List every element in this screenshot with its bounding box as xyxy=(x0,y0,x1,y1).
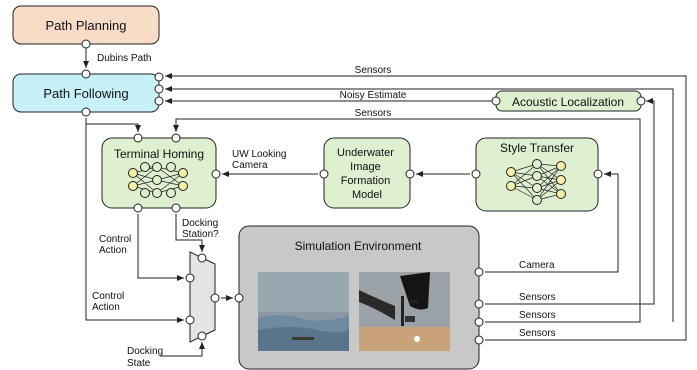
port xyxy=(474,335,484,345)
port xyxy=(210,293,220,303)
port xyxy=(171,203,181,213)
port xyxy=(197,331,207,341)
port xyxy=(81,69,91,79)
nn-node xyxy=(532,159,542,169)
nn-node xyxy=(178,168,188,178)
port xyxy=(185,273,195,283)
nn-node xyxy=(152,175,162,185)
docking-state-connector xyxy=(160,342,205,357)
docking-state-label: Docking State xyxy=(127,346,166,369)
sensors-label-1: Sensors xyxy=(519,292,556,303)
nn-node xyxy=(178,181,188,191)
image-formation-line-4: Model xyxy=(352,189,382,201)
camera-label: Camera xyxy=(519,260,555,271)
sensors-3-connector xyxy=(165,73,687,341)
port xyxy=(81,107,91,117)
noisy-estimate-label: Noisy Estimate xyxy=(340,90,407,101)
nn-node xyxy=(532,171,542,181)
port xyxy=(185,315,195,325)
control-action-label-2: Control Action xyxy=(92,291,127,313)
port xyxy=(133,133,143,143)
control-action-1-line-2: Action xyxy=(99,245,127,256)
nn-node xyxy=(140,162,150,172)
nn-node xyxy=(506,181,516,191)
docking-station-connector xyxy=(175,214,205,252)
control-action-1-line-1: Control xyxy=(99,234,131,245)
nn-node xyxy=(152,188,162,198)
control-action-2-line-1: Control xyxy=(92,291,124,302)
port xyxy=(154,96,164,106)
path-following-to-terminal-homing-connector xyxy=(85,118,141,132)
port xyxy=(474,267,484,277)
nn-node xyxy=(532,195,542,205)
nn-node xyxy=(140,188,150,198)
nn-node xyxy=(556,161,566,171)
path-control-action-connector xyxy=(85,118,184,323)
docking-state-line-2: State xyxy=(127,358,151,369)
nn-node xyxy=(166,162,176,172)
camera-to-style-transfer-connector xyxy=(485,171,619,273)
port xyxy=(319,169,329,179)
port xyxy=(593,169,603,179)
port xyxy=(471,169,481,179)
port xyxy=(171,133,181,143)
nn-node xyxy=(506,167,516,177)
terminal-homing-label: Terminal Homing xyxy=(114,147,204,161)
port xyxy=(154,72,164,82)
image-formation-line-3: Formation xyxy=(341,175,391,187)
acoustic-localization-label: Acoustic Localization xyxy=(512,95,624,109)
path-planning-label: Path Planning xyxy=(46,18,127,33)
style-transfer-label: Style Transfer xyxy=(500,141,574,155)
sensors-to-acoustic-connector xyxy=(485,98,655,305)
sensors-label-3: Sensors xyxy=(519,328,556,339)
docking-state-line-1: Docking xyxy=(127,346,163,357)
port xyxy=(133,203,143,213)
port xyxy=(81,39,91,49)
nn-node xyxy=(556,189,566,199)
sensors-label-2: Sensors xyxy=(519,310,556,321)
control-action-2-line-2: Action xyxy=(92,302,120,313)
port xyxy=(474,317,484,327)
image-formation-line-1: Underwater xyxy=(337,147,394,159)
port xyxy=(491,96,501,106)
uw-looking-camera-line-1: UW Looking xyxy=(232,149,286,160)
sensors-to-terminal-homing-connector xyxy=(173,118,641,323)
port xyxy=(211,169,221,179)
style-transfer-network-icon xyxy=(506,159,566,205)
docking-station-line-1: Docking xyxy=(182,218,218,229)
port xyxy=(234,293,244,303)
docking-station-line-2: Station? xyxy=(182,229,219,240)
port xyxy=(154,84,164,94)
port xyxy=(636,96,646,106)
sensors-to-path-following-connector xyxy=(165,86,674,322)
port xyxy=(197,253,207,263)
terminal-control-action-connector xyxy=(137,214,184,281)
simulation-environment-label: Simulation Environment xyxy=(295,239,422,253)
nn-node xyxy=(152,162,162,172)
terminal-homing-network-icon xyxy=(128,162,188,198)
control-action-label-1: Control Action xyxy=(99,234,134,256)
path-following-label: Path Following xyxy=(43,86,128,101)
port xyxy=(474,299,484,309)
uw-looking-camera-line-2: Camera xyxy=(232,160,268,171)
uw-looking-camera-label: UW Looking Camera xyxy=(232,149,289,171)
sensors-top-label: Sensors xyxy=(355,65,392,76)
nn-node xyxy=(556,175,566,185)
nn-node xyxy=(128,168,138,178)
nn-node xyxy=(532,183,542,193)
simulation-render-underwater xyxy=(258,272,349,351)
simulation-render-dock xyxy=(359,272,450,351)
nn-node xyxy=(166,188,176,198)
sensors-mid-label: Sensors xyxy=(355,108,392,119)
docking-station-label: Docking Station? xyxy=(182,218,221,240)
port xyxy=(405,169,415,179)
image-formation-label: Underwater Image Formation Model xyxy=(337,147,397,201)
dubins-path-label: Dubins Path xyxy=(97,53,151,64)
nn-node xyxy=(128,181,138,191)
image-formation-line-2: Image xyxy=(350,161,381,173)
control-selector-mux xyxy=(189,251,216,343)
